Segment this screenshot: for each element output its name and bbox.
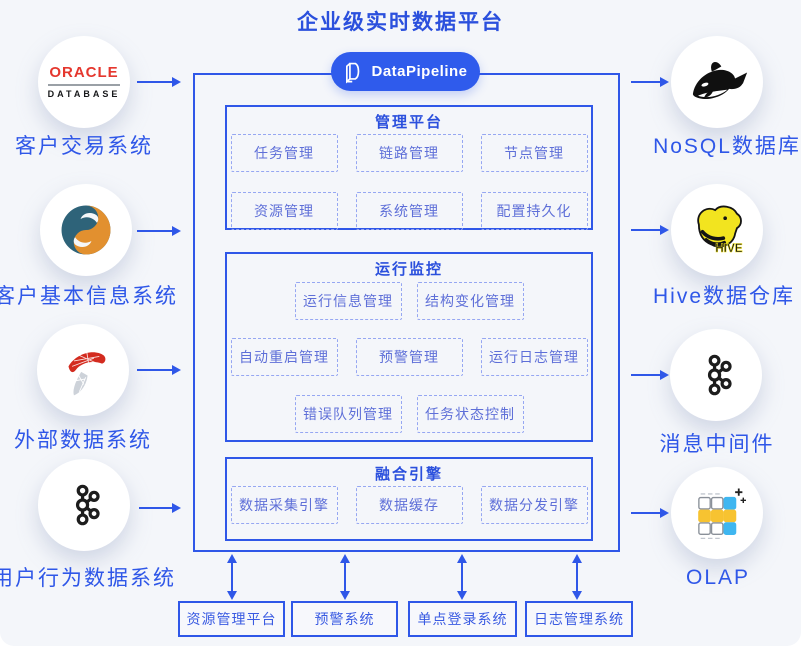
flow-arrow-left-3 [137, 364, 181, 375]
mysql-dolphins-logo-icon [61, 205, 111, 255]
flow-arrow-right-1 [631, 76, 669, 87]
module-box: 系统管理 [355, 192, 463, 230]
module-box: 数据采集引擎 [230, 486, 338, 524]
orca-whale-logo-icon [692, 61, 748, 100]
section-runtime-monitoring: 运行监控 运行信息管理 结构变化管理 自动重启管理 预警管理 运行日志管理 错误… [225, 252, 593, 442]
source-node-oracle: ORACLE DATABASE [38, 36, 130, 128]
datapipeline-logo-icon [346, 62, 360, 83]
section-title: 管理平台 [374, 114, 443, 131]
bottom-double-arrow-2 [340, 554, 350, 600]
section-fusion-engine: 融合引擎 数据采集引擎 数据缓存 数据分发引擎 [225, 457, 593, 541]
module-box: 数据缓存 [355, 486, 463, 524]
flow-arrow-left-1 [137, 76, 181, 87]
flow-arrow-right-2 [631, 224, 669, 235]
oracle-wordmark: ORACLE [47, 65, 121, 86]
hive-wordmark: HIVE [715, 242, 743, 255]
target-label-mq: 消息中间件 [659, 433, 775, 456]
target-node-olap [671, 467, 763, 559]
module-box: 配置持久化 [480, 192, 588, 230]
source-node-sqlserver [37, 324, 129, 416]
sql-server-logo-icon [68, 350, 106, 396]
module-box: 任务状态控制 [416, 395, 524, 433]
bottom-double-arrow-3 [457, 554, 467, 600]
flow-arrow-left-4 [139, 502, 181, 513]
section-title: 运行监控 [374, 261, 443, 278]
target-node-mq [670, 329, 762, 421]
datapipeline-badge-label: DataPipeline [371, 63, 468, 80]
source-label-external-data: 外部数据系统 [14, 429, 152, 452]
module-box: 预警管理 [355, 338, 463, 376]
kafka-logo-icon [707, 354, 732, 396]
oracle-database-logo: ORACLE DATABASE [47, 65, 121, 99]
module-box: 链路管理 [355, 134, 463, 172]
module-box: 节点管理 [480, 134, 588, 172]
module-box: 运行日志管理 [480, 338, 588, 376]
bottom-double-arrow-4 [572, 554, 582, 600]
section-management-platform: 管理平台 任务管理 链路管理 节点管理 资源管理 系统管理 配置持久化 [225, 105, 593, 230]
page-title: 企业级实时数据平台 [297, 11, 504, 34]
source-label-customer-info: 客户基本信息系统 [0, 285, 178, 308]
bottom-system-alert: 预警系统 [291, 601, 398, 637]
target-node-hive: HIVE [671, 184, 763, 276]
kafka-logo-icon [75, 484, 100, 526]
flow-arrow-right-4 [631, 507, 669, 518]
module-box: 任务管理 [230, 134, 338, 172]
oracle-database-wordmark: DATABASE [47, 89, 121, 99]
section-title: 融合引擎 [374, 466, 443, 483]
source-label-user-behavior: 用户行为数据系统 [0, 567, 176, 590]
target-label-olap: OLAP [685, 566, 751, 589]
module-box: 错误队列管理 [294, 395, 402, 433]
module-box: 数据分发引擎 [480, 486, 588, 524]
source-node-kafka [38, 459, 130, 551]
target-node-nosql [671, 36, 763, 128]
module-box: 结构变化管理 [416, 282, 524, 320]
source-node-mysql [40, 184, 132, 276]
olap-cube-icon [698, 488, 746, 540]
bottom-system-log: 日志管理系统 [525, 601, 633, 637]
source-label-customer-trade: 客户交易系统 [15, 135, 153, 158]
module-box: 资源管理 [230, 192, 338, 230]
bottom-system-resource-platform: 资源管理平台 [178, 601, 285, 637]
bottom-double-arrow-1 [227, 554, 237, 600]
target-label-hive: Hive数据仓库 [652, 285, 796, 308]
datapipeline-badge: DataPipeline [331, 52, 480, 91]
datapipeline-platform-box: 管理平台 任务管理 链路管理 节点管理 资源管理 系统管理 配置持久化 运行监控… [193, 73, 620, 552]
flow-arrow-left-2 [137, 225, 181, 236]
target-label-nosql: NoSQL数据库 [653, 135, 801, 158]
flow-arrow-right-3 [631, 369, 669, 380]
module-box: 运行信息管理 [294, 282, 402, 320]
bottom-system-sso: 单点登录系统 [408, 601, 517, 637]
module-box: 自动重启管理 [230, 338, 338, 376]
hive-logo-icon: HIVE [697, 205, 743, 255]
